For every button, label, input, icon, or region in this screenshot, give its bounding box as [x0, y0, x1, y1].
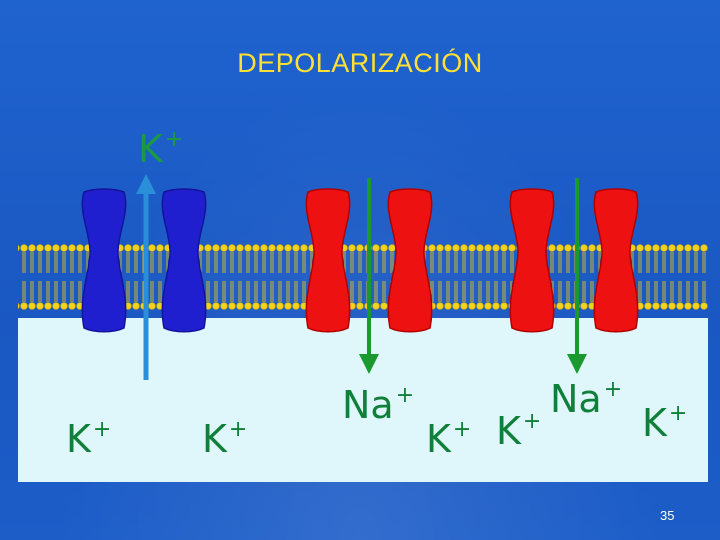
k-ion-extracellular: K+: [138, 127, 184, 171]
k-efflux-arrow: [136, 174, 156, 380]
k-ion-intracellular-3: K+: [426, 417, 472, 461]
cell-interior: [18, 318, 708, 482]
na1-channel-subunit-right: [387, 188, 433, 333]
k-channel-subunit-right: [161, 188, 207, 333]
page-number: 35: [660, 508, 675, 523]
k-ion-intracellular-2: K+: [202, 417, 248, 461]
lipid-bilayer: [18, 241, 708, 313]
na2-channel-subunit-left: [509, 188, 555, 333]
k-ion-intracellular-1: K+: [66, 417, 112, 461]
k-ion-intracellular-5: K+: [642, 401, 688, 445]
slide-title: DEPOLARIZACIÓN: [237, 48, 483, 78]
k-channel-subunit-left: [81, 188, 127, 333]
na-influx-arrow-1: [359, 178, 379, 374]
na-influx-arrow-2: [567, 178, 587, 374]
k-ion-intracellular-4: K+: [496, 409, 542, 453]
na-ion-intracellular-2: Na+: [550, 377, 623, 421]
na-ion-intracellular-1: Na+: [342, 383, 415, 427]
na1-channel-subunit-left: [305, 188, 351, 333]
na2-channel-subunit-right: [593, 188, 639, 333]
